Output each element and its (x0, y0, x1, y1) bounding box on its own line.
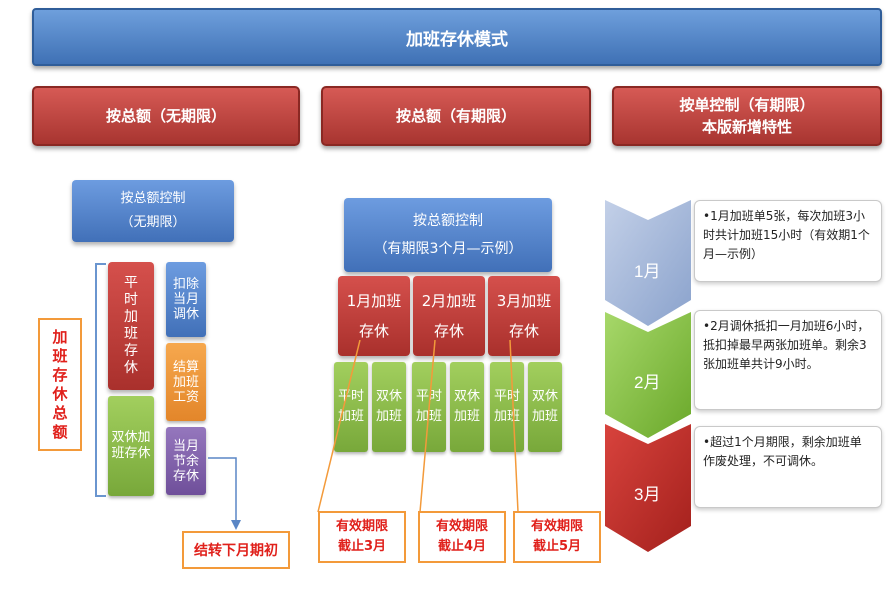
col1-carry-arrow (208, 457, 241, 530)
col2-month2-line2: 存休 (433, 322, 464, 340)
col1-top-box: 按总额控制 （无期限） (72, 180, 234, 242)
col2-callout-2: 有效期限 截止4月 (418, 511, 506, 563)
step-1-chevron (605, 200, 691, 326)
col2-leader-lines (317, 340, 519, 513)
col2-top-line2: （有期限3个月—示例） (373, 241, 523, 257)
col2-month2-line1: 2月加班 (421, 292, 477, 310)
col3-note-3: •超过1个月期限，剩余加班单作废处理，不可调休。 (694, 426, 882, 508)
col3-note-1: •1月加班单5张，每次加班3小时共计加班15小时（有效期1个月—示例） (694, 200, 882, 282)
col1-ordinary-box: 平时加班存休 (108, 262, 154, 390)
col1-ordinary-text: 平时加班存休 (124, 275, 138, 376)
col2-month1-line2: 存休 (358, 322, 389, 340)
col2-callout-3: 有效期限 截止5月 (513, 511, 601, 563)
col1-deduct-box: 扣除当月调休 (166, 262, 206, 337)
col1-deduct-text: 扣除当月调休 (172, 277, 199, 322)
sub-line2: 加班 (375, 409, 402, 424)
note-text: •1月加班单5张，每次加班3小时共计加班15小时（有效期1个月—示例） (703, 209, 870, 261)
header-total-unlimited: 按总额（无期限） (32, 86, 300, 146)
step-2-chevron (605, 312, 691, 438)
col3-chevrons (605, 200, 691, 552)
col1-total-label: 加班存休总额 (38, 318, 82, 451)
step-2-label: 2月 (634, 373, 661, 392)
col2-top-line1: 按总额控制 (413, 213, 483, 229)
col1-remain-text: 当月节余存休 (172, 438, 199, 484)
step-3-chevron (605, 424, 691, 552)
col1-bracket (95, 263, 106, 497)
step-3-label: 3月 (634, 485, 661, 504)
col1-total-text: 加班存休总额 (52, 327, 68, 441)
col1-weekend-box: 双休加班存休 (108, 396, 154, 496)
sub-line1: 双休 (453, 389, 480, 404)
callout-line2: 截止4月 (437, 539, 487, 554)
col1-remain-box: 当月节余存休 (166, 427, 206, 495)
header-sublabel: 本版新增特性 (701, 118, 792, 136)
note-text: •超过1个月期限，剩余加班单作废处理，不可调休。 (703, 435, 862, 468)
header-label: 按单控制（有期限） (679, 96, 815, 114)
header-total-limited: 按总额（有期限） (321, 86, 591, 146)
header-per-slip: 按单控制（有期限） 本版新增特性 (612, 86, 882, 146)
col1-settle-box: 结算加班工资 (166, 343, 206, 421)
sub-line2: 加班 (531, 409, 558, 424)
col2-month1-line1: 1月加班 (346, 292, 402, 310)
sub-line2: 加班 (453, 409, 480, 424)
col2-month2-box: 2月加班 存休 (413, 276, 485, 356)
main-title-banner: 加班存休模式 (32, 8, 882, 66)
callout-line2: 截止3月 (337, 539, 387, 554)
header-label: 按总额（无期限） (105, 107, 226, 125)
callout-line2: 截止5月 (532, 539, 582, 554)
col2-month1-box: 1月加班 存休 (338, 276, 410, 356)
header-label: 按总额（有期限） (395, 107, 516, 125)
callout-line1: 有效期限 (335, 519, 388, 534)
col1-top-line2: （无期限） (120, 215, 186, 230)
col2-m1-weekend: 双休加班 (372, 362, 406, 452)
sub-line1: 平时 (337, 389, 364, 404)
note-text: •2月调休抵扣一月加班6小时，抵扣掉最早两张加班单。剩余3张加班单共计9小时。 (703, 319, 870, 371)
sub-line1: 平时 (415, 389, 442, 404)
col2-m2-weekend: 双休加班 (450, 362, 484, 452)
col1-weekend-text: 双休加班存休 (111, 430, 151, 461)
sub-line2: 加班 (337, 409, 364, 424)
callout-line1: 有效期限 (530, 519, 583, 534)
sub-line1: 双休 (375, 389, 402, 404)
col2-month3-line2: 存休 (508, 322, 539, 340)
col2-callout-1: 有效期限 截止3月 (318, 511, 406, 563)
main-title: 加班存休模式 (406, 29, 508, 50)
step-1-label: 1月 (634, 262, 661, 281)
col1-carry-callout: 结转下月期初 (182, 531, 290, 569)
col1-top-line1: 按总额控制 (120, 191, 186, 206)
callout-line1: 有效期限 (435, 519, 488, 534)
col2-m3-weekend: 双休加班 (528, 362, 562, 452)
col2-month3-line1: 3月加班 (496, 292, 552, 310)
sub-line1: 双休 (531, 389, 558, 404)
col2-top-box: 按总额控制 （有期限3个月—示例） (344, 198, 552, 272)
col2-month3-box: 3月加班 存休 (488, 276, 560, 356)
col1-settle-text: 结算加班工资 (172, 359, 199, 405)
col1-carry-text: 结转下月期初 (194, 543, 278, 559)
col3-note-2: •2月调休抵扣一月加班6小时，抵扣掉最早两张加班单。剩余3张加班单共计9小时。 (694, 310, 882, 410)
